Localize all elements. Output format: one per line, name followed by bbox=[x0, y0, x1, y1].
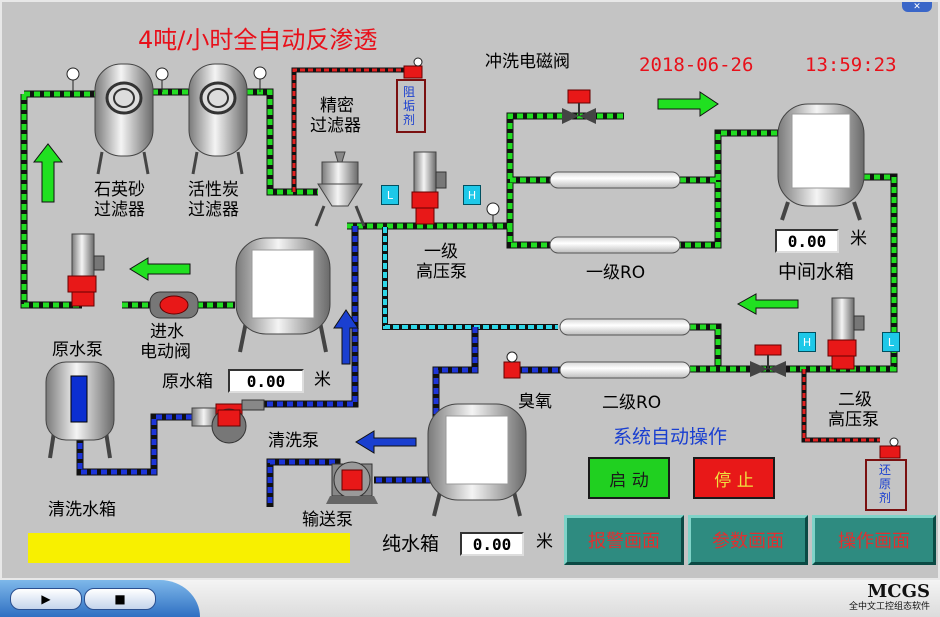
inlet-valve-label-2: 电动阀 bbox=[140, 342, 191, 362]
date-display: 2018-06-26 bbox=[639, 54, 754, 76]
cleaning-pump bbox=[191, 399, 265, 444]
level-tag-l1: L bbox=[381, 185, 399, 205]
pressure-gauge-icon bbox=[66, 66, 500, 226]
time-display: 13:59:23 bbox=[805, 54, 897, 76]
middle-tank-unit: 米 bbox=[850, 229, 867, 249]
transfer-pump-label: 输送泵 bbox=[302, 510, 353, 530]
carbon-filter-label-2: 过滤器 bbox=[188, 200, 239, 220]
stop-button[interactable]: 停 止 bbox=[693, 457, 775, 499]
raw-pump-label: 原水泵 bbox=[52, 340, 103, 360]
ro2-valve bbox=[750, 344, 786, 377]
raw-tank-level-value: 0.00 bbox=[228, 369, 304, 393]
antiscalant-label: 阻 bbox=[403, 85, 416, 99]
hp-pump-2-label-2: 高压泵 bbox=[828, 410, 879, 430]
level-tag-h2: H bbox=[798, 332, 816, 352]
raw-tank-unit: 米 bbox=[314, 370, 331, 390]
carbon-filter-vessel bbox=[188, 63, 248, 175]
carbon-filter-label: 活性炭 bbox=[188, 180, 239, 200]
cleaning-pump-label: 清洗泵 bbox=[268, 431, 319, 451]
auto-operation-label: 系统自动操作 bbox=[613, 426, 728, 448]
flow-arrow-left-green-icon bbox=[129, 257, 799, 315]
operation-screen-button[interactable]: 操作画面 bbox=[812, 515, 936, 565]
level-tag-l2: L bbox=[882, 332, 900, 352]
flush-valve-label: 冲洗电磁阀 bbox=[485, 52, 570, 72]
ro1-membranes bbox=[549, 171, 681, 254]
hp-pump-2-label: 二级 bbox=[838, 390, 872, 410]
flow-arrow-right-green-icon bbox=[657, 91, 719, 117]
flow-arrow-up-blue-icon bbox=[333, 309, 359, 365]
flow-arrow-left-blue-icon bbox=[355, 430, 417, 454]
logo-subtitle: 全中文工控组态软件 bbox=[848, 602, 930, 612]
status-bar bbox=[28, 533, 350, 563]
start-button[interactable]: 启 动 bbox=[588, 457, 670, 499]
raw-tank-label: 原水箱 bbox=[162, 372, 213, 392]
hp-pump-2 bbox=[827, 297, 865, 370]
reductant-label: 还 bbox=[879, 463, 892, 477]
ro2-label: 二级RO bbox=[602, 393, 662, 413]
middle-tank bbox=[777, 103, 865, 221]
process-diagram bbox=[20, 57, 907, 517]
precision-filter-label-2: 过滤器 bbox=[310, 116, 361, 136]
play-icon: ▶ bbox=[41, 592, 51, 606]
hp-pump-1-label-2: 高压泵 bbox=[416, 262, 467, 282]
scada-screen: 4吨/小时全自动反渗透 2018-06-26 13:59:23 冲洗电磁阀 石英… bbox=[0, 0, 940, 580]
hp-pump-1 bbox=[411, 151, 447, 225]
antiscalant-tank bbox=[396, 57, 426, 133]
parameter-screen-button[interactable]: 参数画面 bbox=[688, 515, 808, 565]
reductant-tank bbox=[865, 437, 907, 511]
logo-text: MCGS bbox=[867, 581, 930, 602]
ro1-label: 一级RO bbox=[586, 263, 646, 283]
precision-filter-label: 精密 bbox=[320, 96, 354, 116]
pure-tank-label: 纯水箱 bbox=[382, 533, 440, 555]
inlet-valve bbox=[149, 291, 199, 319]
close-icon[interactable]: ✕ bbox=[902, 2, 932, 12]
antiscalant-label-2: 垢 bbox=[403, 99, 416, 113]
middle-tank-level-value: 0.00 bbox=[775, 229, 839, 253]
reductant-label-2: 原 bbox=[879, 477, 892, 491]
sand-filter-label: 石英砂 bbox=[94, 180, 145, 200]
play-button[interactable]: ▶ bbox=[10, 588, 82, 610]
reductant-label-3: 剂 bbox=[879, 491, 892, 505]
antiscalant-label-3: 剂 bbox=[403, 113, 416, 127]
stop-square-icon: ■ bbox=[114, 592, 126, 606]
ozone-generator bbox=[503, 351, 521, 379]
middle-tank-label: 中间水箱 bbox=[778, 261, 855, 283]
ozone-label: 臭氧 bbox=[518, 392, 552, 412]
pure-tank-unit: 米 bbox=[536, 532, 553, 552]
inlet-valve-label: 进水 bbox=[150, 322, 184, 342]
transfer-pump bbox=[326, 461, 378, 504]
cleaning-tank-label: 清洗水箱 bbox=[48, 500, 116, 520]
ro2-membranes bbox=[559, 318, 691, 379]
flush-valve bbox=[562, 89, 596, 124]
pure-tank-level-value: 0.00 bbox=[460, 532, 524, 556]
precision-filter-vessel bbox=[314, 151, 366, 227]
pure-water-tank bbox=[427, 403, 527, 517]
level-tag-h1: H bbox=[463, 185, 481, 205]
taskbar: ▶ ■ MCGS 全中文工控组态软件 bbox=[0, 580, 940, 617]
hp-pump-1-label: 一级 bbox=[424, 242, 458, 262]
sand-filter-vessel bbox=[94, 63, 154, 175]
alarm-screen-button[interactable]: 报警画面 bbox=[564, 515, 684, 565]
raw-water-tank bbox=[235, 237, 331, 353]
cleaning-tank bbox=[45, 361, 115, 459]
flow-arrow-up-green-icon bbox=[32, 143, 64, 203]
sand-filter-label-2: 过滤器 bbox=[94, 200, 145, 220]
mcgs-logo: MCGS 全中文工控组态软件 bbox=[849, 582, 930, 613]
raw-water-pump bbox=[67, 233, 105, 307]
stop-playback-button[interactable]: ■ bbox=[84, 588, 156, 610]
page-title: 4吨/小时全自动反渗透 bbox=[138, 26, 378, 54]
